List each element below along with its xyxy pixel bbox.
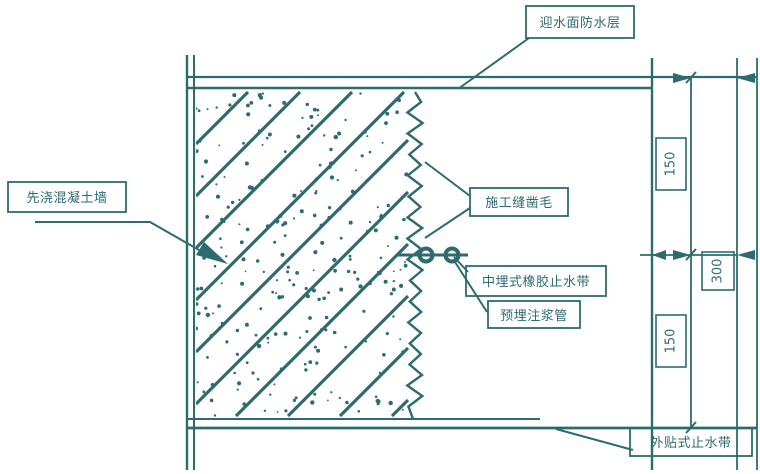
concrete-hatch-lines [196,90,410,418]
leader-top-label [457,37,530,90]
arrow-top-right [737,73,755,83]
label-top-face-text: 迎水面防水层 [539,15,620,31]
dim-lower: 150 [655,314,687,368]
wall-outline [185,55,757,470]
leader-joint-upper [424,161,471,197]
dimension-values: 150 150 300 [655,137,735,368]
label-top-face: 迎水面防水层 [525,5,635,39]
label-external-waterstop: 外贴式止水带 [629,427,753,457]
arrow-mid-right [737,250,755,260]
concrete-stipple-dots [196,92,409,417]
label-first-cast-text: 先浇混凝土墙 [26,190,107,206]
label-first-cast: 先浇混凝土墙 [7,181,127,213]
arrow-top-left [673,73,691,83]
label-grout-pipe: 预埋注浆管 [487,300,581,329]
leader-grout-pipe [454,261,488,313]
label-waterstop-text: 中埋式橡胶止水带 [482,274,590,290]
waterstop-bulb-right [443,246,461,264]
label-joint-surface-text: 施工缝凿毛 [485,196,553,211]
arrow-mid-left [673,250,691,260]
label-joint-surface: 施工缝凿毛 [469,187,569,217]
dim-upper: 150 [655,137,687,191]
label-external-waterstop-text: 外贴式止水带 [650,436,731,451]
waterstop-symbol [398,246,468,264]
dim-lower-text: 150 [664,329,679,354]
dimension-arrowheads [652,73,755,260]
arrow-left-waterstop-level [652,250,666,260]
dim-total: 300 [701,251,735,291]
leader-first-cast [35,221,207,255]
leader-lines [35,37,634,451]
leader-joint-lower [424,207,471,239]
dimension-lines [640,58,758,470]
dim-total-text: 300 [711,259,726,284]
label-waterstop: 中埋式橡胶止水带 [465,265,607,297]
leader-external-waterstop [555,428,634,451]
label-grout-pipe-text: 预埋注浆管 [500,309,568,324]
waterstop-bulb-left [417,246,435,264]
dim-upper-text: 150 [664,152,679,177]
callout-labels: 迎水面防水层 先浇混凝土墙 施工缝凿毛 中埋式橡胶止水带 预埋注浆管 外贴式止水… [7,5,753,457]
solid-arrowhead-first-cast [196,242,228,264]
dim-tick-middle [685,248,697,261]
dim-tick-top [685,71,697,84]
